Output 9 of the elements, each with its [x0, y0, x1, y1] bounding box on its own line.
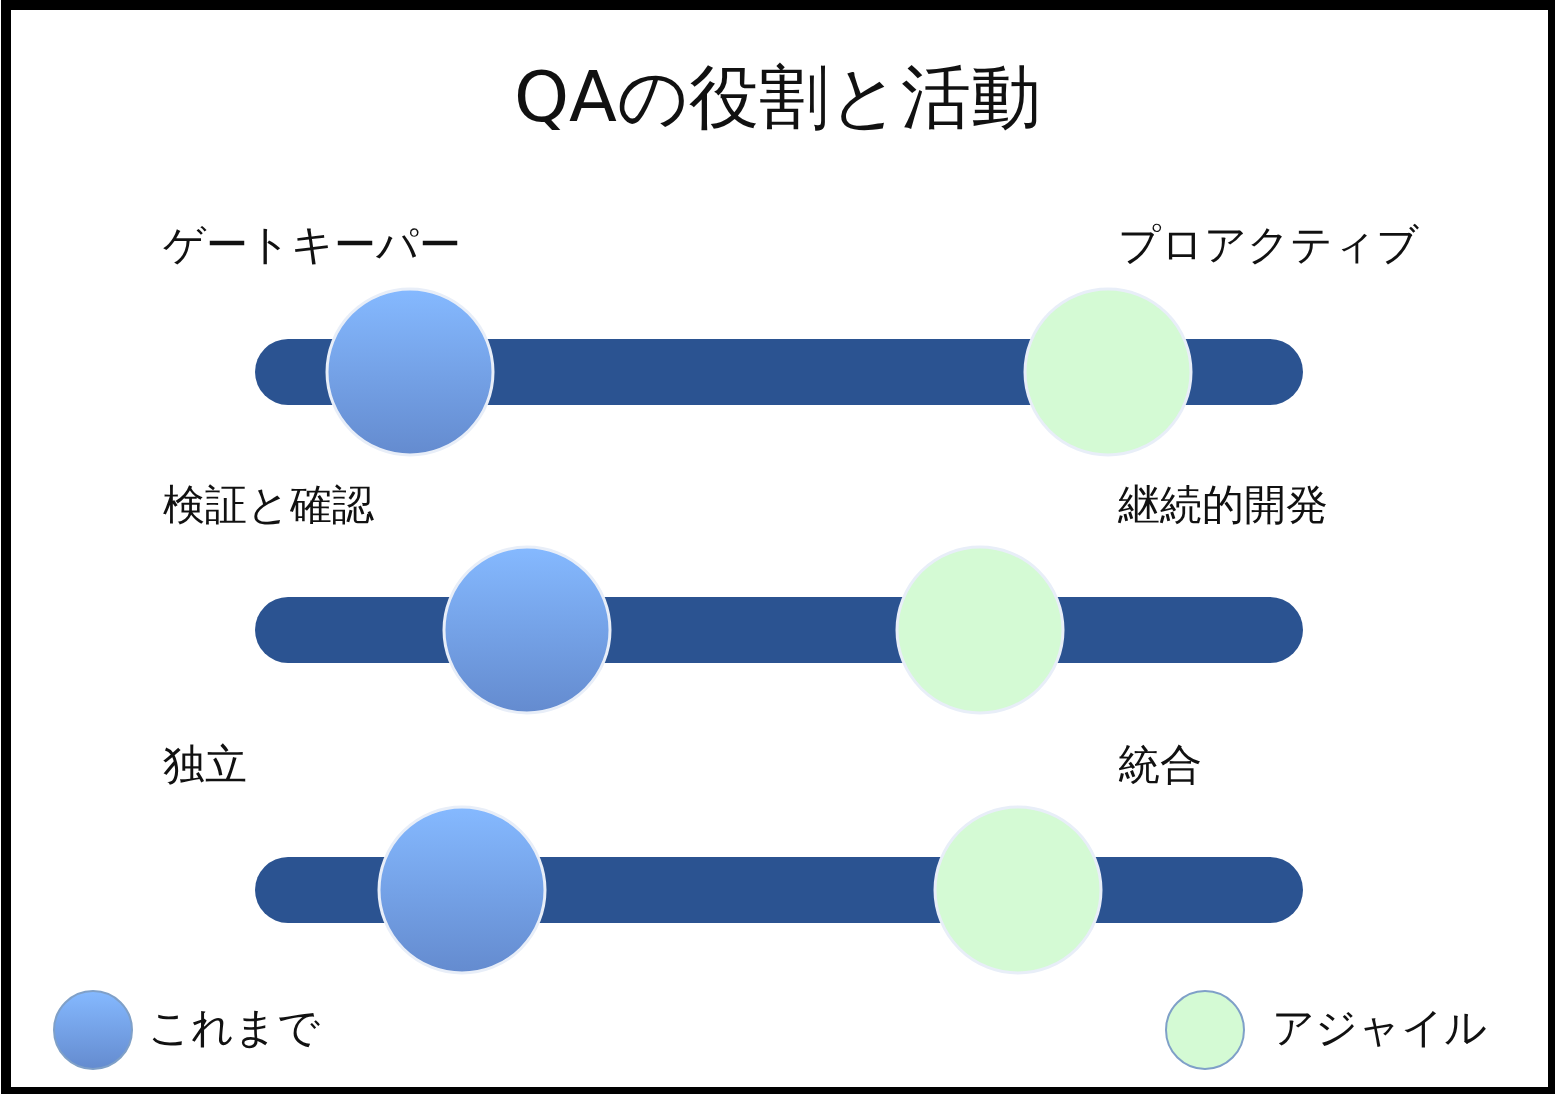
title: QAの役割と活動 [513, 55, 1042, 140]
scale-end-label: プロアクティブ [1118, 219, 1419, 271]
legend-label: これまで [148, 1002, 320, 1054]
scale-end-label: 統合 [1118, 739, 1202, 791]
scale-end-label: 検証と確認 [163, 479, 374, 531]
scale-end-label: 独立 [163, 739, 247, 791]
legend-label: アジャイル [1272, 1002, 1487, 1054]
scale-end-label: 継続的開発 [1118, 479, 1328, 531]
scale-end-label: ゲートキーパー [163, 219, 461, 271]
